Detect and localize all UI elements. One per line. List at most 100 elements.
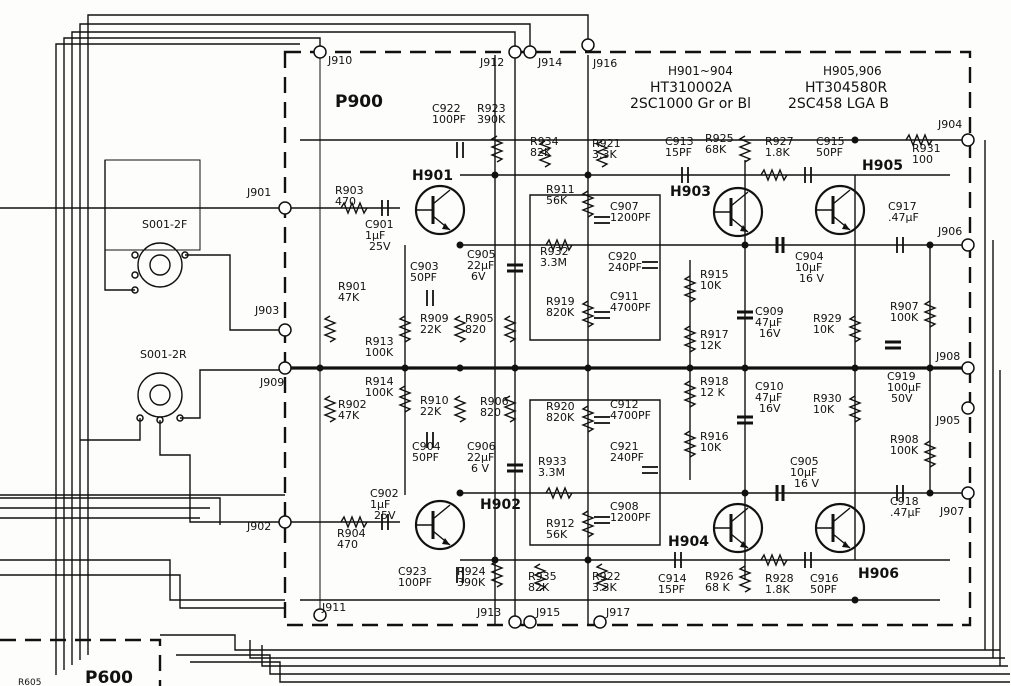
jack-j907 — [961, 486, 975, 500]
component-r929 — [848, 315, 862, 343]
component-c901 — [381, 200, 389, 216]
label-r910-value: 22K — [420, 405, 442, 418]
component-c911 — [594, 311, 610, 319]
jack-group: J901J902J903J904J905J906J907J908J909J910… — [246, 38, 975, 629]
label-c903-value: 50PF — [410, 271, 437, 284]
component-r914 — [398, 385, 412, 413]
transistor-h905 — [814, 184, 866, 236]
label-r920-ref: R920 — [546, 400, 575, 413]
component-r906 — [503, 395, 517, 423]
label-r912-value: 56K — [546, 528, 568, 541]
label-r906-value: 820 — [480, 406, 501, 419]
component-c922 — [456, 142, 464, 158]
label-r921-value: 3.3K — [592, 148, 617, 161]
label-c913-ref: C913 — [665, 135, 694, 148]
header-h901-range: H901~904 — [668, 64, 733, 78]
jack-j906 — [961, 238, 975, 252]
component-r934 — [538, 140, 552, 168]
label-c903-ref: C903 — [410, 260, 439, 273]
switch-s001-2f — [104, 159, 285, 331]
jack-j917 — [593, 615, 607, 629]
box-upper — [529, 194, 661, 341]
label-r918-ref: R918 — [700, 375, 729, 388]
jack-label-j910: J910 — [327, 54, 352, 67]
label-r910-ref: R910 — [420, 394, 449, 407]
jack-j914 — [523, 45, 537, 59]
label-r922-ref: R922 — [592, 570, 621, 583]
label-c913-value: 15PF — [665, 146, 692, 159]
component-c910 — [737, 415, 753, 425]
label-c909-value: 47µF — [755, 316, 782, 329]
label-c920-ref: C920 — [608, 250, 637, 263]
label-r908-value: 100K — [890, 444, 919, 457]
component-r910 — [453, 395, 467, 423]
label-r931-ref: R931 — [912, 142, 941, 155]
label-c905b-rating: 16 V — [794, 477, 819, 490]
label-c902-rating: 25V — [374, 509, 396, 522]
jack-label-j914: J914 — [537, 56, 562, 69]
label-c910-rating: 16V — [759, 402, 781, 415]
component-c913 — [681, 167, 689, 183]
label-c922-ref: C922 — [432, 102, 461, 115]
label-r911-ref: R911 — [546, 183, 575, 196]
jack-j910 — [313, 45, 327, 59]
component-c912 — [594, 416, 610, 424]
label-r929-ref: R929 — [813, 312, 842, 325]
label-r905-value: 820 — [465, 323, 486, 336]
jack-label-j911: J911 — [321, 601, 346, 614]
label-r931-value: 100 — [912, 153, 933, 166]
component-c908 — [594, 516, 610, 524]
label-r915-value: 10K — [700, 279, 722, 292]
junction-dots — [316, 136, 934, 604]
label-c923-ref: C923 — [398, 565, 427, 578]
label-r927-ref: R927 — [765, 135, 794, 148]
label-r914-ref: R914 — [365, 375, 394, 388]
label-r928-ref: R928 — [765, 572, 794, 585]
component-r904 — [340, 515, 368, 529]
component-c923 — [456, 567, 464, 583]
label-r926-value: 68 K — [705, 581, 730, 594]
component-r932 — [545, 238, 573, 252]
component-r917 — [683, 325, 697, 353]
jack-label-j913: J913 — [476, 606, 501, 619]
label-r904-ref: R904 — [337, 527, 366, 540]
component-c917 — [896, 237, 904, 253]
label-r917-ref: R917 — [700, 328, 729, 341]
component-r913 — [398, 315, 412, 343]
component-c914 — [674, 552, 682, 568]
label-c907-value: 1200PF — [610, 211, 651, 224]
label-c917-value: .47µF — [888, 211, 919, 224]
component-r921 — [595, 140, 609, 168]
component-r902 — [323, 395, 337, 423]
component-c918 — [896, 485, 904, 501]
label-r907-ref: R907 — [890, 300, 919, 313]
label-c912-value: 4700PF — [610, 409, 651, 422]
label-c914-value: 15PF — [658, 583, 685, 596]
jack-j908 — [961, 361, 975, 375]
jack-j904 — [961, 133, 975, 147]
label-c908-value: 1200PF — [610, 511, 651, 524]
transistor-label-h903: H903 — [670, 184, 711, 200]
component-c903 — [426, 290, 434, 306]
label-r902-ref: R902 — [338, 398, 367, 411]
label-r912-ref: R912 — [546, 517, 575, 530]
label-r919-ref: R919 — [546, 295, 575, 308]
transistor-h904 — [712, 502, 764, 554]
label-r916-ref: R916 — [700, 430, 729, 443]
component-r918 — [683, 380, 697, 408]
transistor-h901 — [414, 184, 466, 236]
label-r935-value: 82K — [528, 581, 550, 594]
component-r912 — [581, 510, 595, 538]
component-c907 — [594, 216, 610, 224]
label-c910-value: 47µF — [755, 391, 782, 404]
jack-label-j916: J916 — [592, 57, 617, 70]
component-group: R903470C9011µF25VR90147KR913100KC90350PF… — [323, 102, 941, 596]
label-r924-ref: R924 — [457, 565, 486, 578]
jack-label-j917: J917 — [605, 606, 630, 619]
label-r930-value: 10K — [813, 403, 835, 416]
label-c911-ref: C911 — [610, 290, 639, 303]
label-r909-ref: R909 — [420, 312, 449, 325]
label-r916-value: 10K — [700, 441, 722, 454]
transistor-h903 — [712, 186, 764, 238]
label-c912-ref: C912 — [610, 398, 639, 411]
